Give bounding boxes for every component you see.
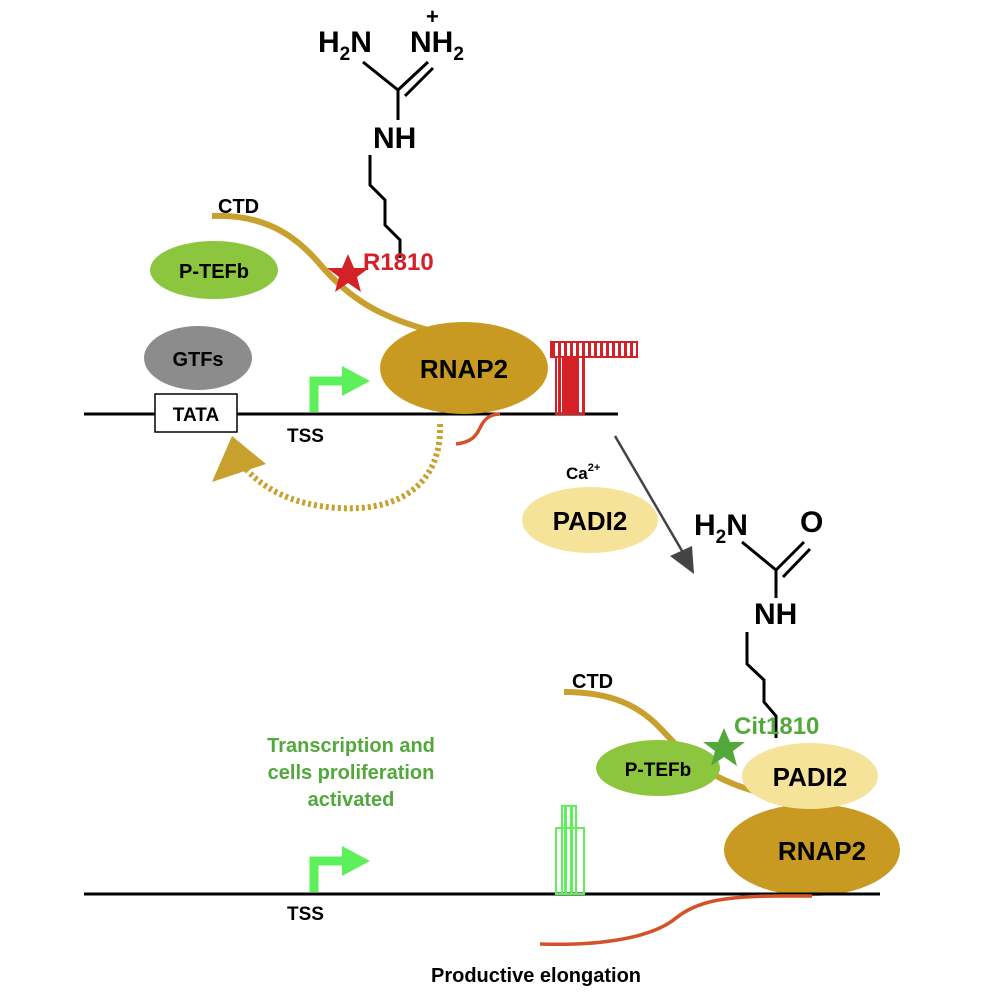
bottom-cit1810-label: Cit1810	[734, 713, 819, 740]
top-positive-charge: +	[426, 4, 439, 29]
bottom-h2n-sub: 2	[716, 527, 727, 548]
top-h2n-h: H	[318, 26, 340, 59]
top-nh2-h: H	[432, 26, 454, 59]
gtfs-ellipse	[144, 326, 252, 390]
top-ptefb-ellipse	[150, 241, 278, 299]
bottom-ctd-label: CTD	[572, 671, 613, 693]
bottom-rnap2-ellipse	[724, 804, 900, 896]
calcium-charge: 2+	[588, 462, 601, 474]
bottom-ptefb-ellipse	[596, 740, 720, 796]
top-h2n-sub: 2	[340, 44, 351, 65]
activation-line-2: cells proliferation	[268, 762, 435, 784]
gtfs-label: GTFs	[172, 349, 223, 371]
bottom-h2n-h: H	[694, 509, 716, 542]
middle-padi2-ellipse	[522, 487, 658, 553]
top-h2n-n: N	[350, 26, 372, 59]
top-paused-complex-icon	[550, 341, 638, 415]
bottom-rna-transcript	[539, 894, 812, 947]
top-rnap2-ellipse	[380, 322, 548, 414]
top-nh-label: NH	[373, 122, 416, 155]
bottom-padi2-ellipse	[742, 743, 878, 809]
released-complex-icon	[555, 805, 585, 895]
svg-text:H2N: H2N	[318, 26, 372, 65]
bottom-padi2-label: PADI2	[773, 762, 848, 792]
top-tss-label: TSS	[287, 426, 324, 447]
top-rna-transcript	[455, 412, 501, 446]
bottom-nh-label: NH	[754, 598, 797, 631]
bottom-cit1810-star-icon	[703, 728, 745, 766]
productive-elongation-label: Productive elongation	[431, 965, 641, 987]
transition-arrow-line	[613, 435, 687, 557]
bottom-oxygen-label: O	[800, 506, 823, 539]
middle-padi2-label: PADI2	[553, 506, 628, 536]
bottom-tss-label: TSS	[287, 904, 324, 925]
tata-box	[154, 393, 238, 433]
top-nh2-n: N	[410, 26, 432, 59]
bottom-citrulline-molecule: H2N O NH	[694, 506, 823, 738]
top-rnap2-label: RNAP2	[420, 354, 508, 384]
bottom-ctd-tail	[563, 689, 777, 799]
transition-arrowhead-icon	[670, 546, 694, 574]
bottom-tss-arrow-icon	[309, 846, 370, 892]
svg-text:H2N: H2N	[694, 509, 748, 548]
tata-label: TATA	[173, 405, 220, 426]
bottom-rnap2-label: RNAP2	[778, 836, 866, 866]
bottom-h2n-n: N	[726, 509, 748, 542]
top-ctd-tail	[211, 212, 437, 335]
svg-text:NH2: NH2	[410, 26, 464, 65]
top-nh2-sub: 2	[453, 44, 464, 65]
activation-text: Transcription and cells proliferation ac…	[267, 735, 435, 811]
top-ptefb-label: P-TEFb	[179, 261, 249, 283]
activation-line-3: activated	[308, 789, 395, 811]
top-tss-arrow-icon	[309, 366, 370, 412]
svg-text:Ca2+: Ca2+	[566, 462, 600, 483]
top-r1810-star-icon	[327, 254, 369, 292]
calcium-label: Ca	[566, 464, 588, 483]
activation-line-1: Transcription and	[267, 735, 435, 757]
feedback-dotted-arrow	[237, 423, 444, 512]
top-r1810-label: R1810	[363, 249, 434, 276]
top-ctd-label: CTD	[218, 196, 259, 218]
bottom-ptefb-label: P-TEFb	[625, 760, 692, 781]
feedback-arrowhead-icon	[212, 436, 266, 482]
top-arginine-molecule: H2N NH2 + NH	[318, 4, 464, 258]
